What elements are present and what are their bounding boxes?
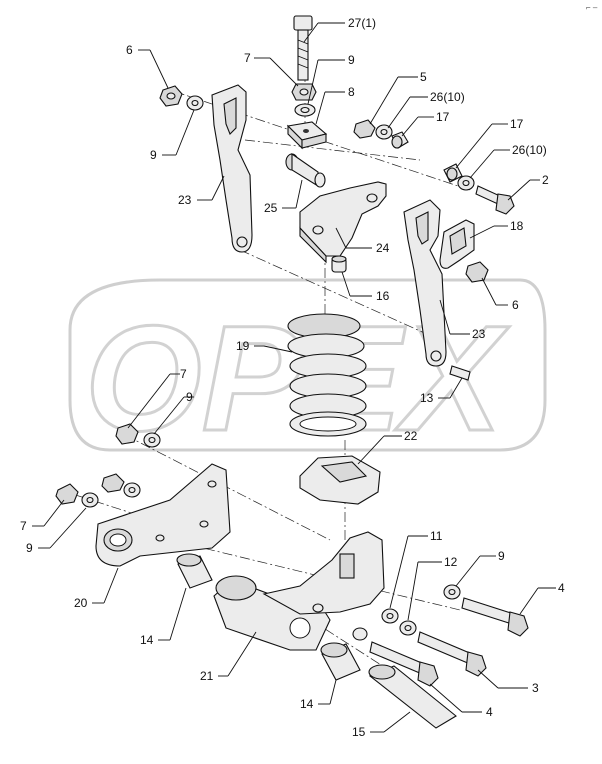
plate-18 — [439, 219, 475, 269]
callout-14-b: 14 — [300, 697, 314, 711]
washer-9-low — [81, 492, 99, 508]
washer-9-lower — [352, 627, 368, 641]
callout-15: 15 — [352, 725, 366, 739]
callout-9-top: 9 — [348, 53, 355, 67]
tube-15 — [368, 664, 457, 729]
callout-23-a: 23 — [178, 193, 192, 207]
callout-14-a: 14 — [140, 633, 154, 647]
plate-20 — [95, 463, 231, 567]
callout-26-10-a: 26(10) — [430, 90, 465, 104]
callout-8: 8 — [348, 85, 355, 99]
callout-16: 16 — [376, 289, 390, 303]
callout-22: 22 — [404, 429, 418, 443]
housing-21 — [213, 531, 385, 651]
plate-8 — [286, 121, 328, 150]
callout-20: 20 — [74, 596, 88, 610]
callout-2: 2 — [542, 173, 549, 187]
callout-labels: 27(1) 6 7 9 8 5 26(10) 17 9 17 26(10) 2 … — [20, 16, 565, 739]
callout-18: 18 — [510, 219, 524, 233]
callout-6-top: 6 — [126, 43, 133, 57]
washer-9-top — [294, 103, 316, 117]
nut-7-low — [55, 483, 79, 505]
nut-6-top — [159, 85, 183, 107]
washer-12 — [399, 620, 417, 636]
callout-9-left: 9 — [150, 148, 157, 162]
callout-9-mid: 9 — [186, 390, 193, 404]
lever-23-left — [211, 84, 253, 253]
pin-13 — [449, 365, 471, 381]
washer-9-top-left — [186, 95, 204, 111]
callout-12: 12 — [444, 555, 458, 569]
callout-5: 5 — [420, 70, 427, 84]
bolt-4-a — [461, 597, 529, 637]
leader-lines — [32, 22, 556, 733]
callout-17-b: 17 — [510, 117, 524, 131]
washer-9-low-b — [123, 482, 141, 498]
lever-23-right — [403, 199, 447, 367]
bolt-4-b — [369, 641, 439, 687]
washer-26-b — [457, 175, 475, 191]
washer-26-a — [375, 124, 393, 140]
bolt-3 — [417, 631, 487, 677]
callout-3: 3 — [532, 681, 539, 695]
callout-23-b: 23 — [472, 327, 486, 341]
bushing-14-b — [320, 642, 361, 681]
washer-9-right — [443, 584, 461, 600]
pin-25 — [285, 152, 326, 188]
washer-9-mid — [143, 432, 161, 448]
bolt-27 — [293, 15, 313, 81]
callout-4-b: 4 — [486, 705, 493, 719]
callout-7-mid: 7 — [180, 367, 187, 381]
callout-7-top: 7 — [244, 51, 251, 65]
callout-4-a: 4 — [558, 581, 565, 595]
spring-seat-22 — [299, 455, 381, 505]
nut-6-right — [465, 261, 489, 283]
callout-21: 21 — [200, 669, 214, 683]
callout-9-right: 9 — [498, 549, 505, 563]
callout-24: 24 — [376, 241, 390, 255]
callout-17-a: 17 — [436, 110, 450, 124]
bushing-17-a — [391, 131, 409, 149]
nut-7-mid — [115, 423, 139, 445]
callout-26-10-b: 26(10) — [512, 143, 547, 157]
bushing-14-a — [176, 553, 213, 589]
bushing-17-b — [443, 163, 463, 183]
callout-13: 13 — [420, 391, 434, 405]
nut-7-low-b — [101, 473, 125, 493]
washer-11 — [381, 608, 399, 624]
bracket-24 — [299, 181, 387, 264]
callout-9-low: 9 — [26, 541, 33, 555]
callout-6-right: 6 — [512, 298, 519, 312]
callout-7-low: 7 — [20, 519, 27, 533]
callout-19: 19 — [236, 339, 250, 353]
corner-mark: ⌐ ‒ — [586, 3, 598, 12]
callout-25: 25 — [264, 201, 278, 215]
callout-27-1: 27(1) — [348, 16, 376, 30]
bushing-16 — [331, 255, 347, 273]
spring-19 — [287, 313, 367, 437]
callout-11: 11 — [430, 529, 443, 543]
nut-5 — [353, 119, 376, 139]
